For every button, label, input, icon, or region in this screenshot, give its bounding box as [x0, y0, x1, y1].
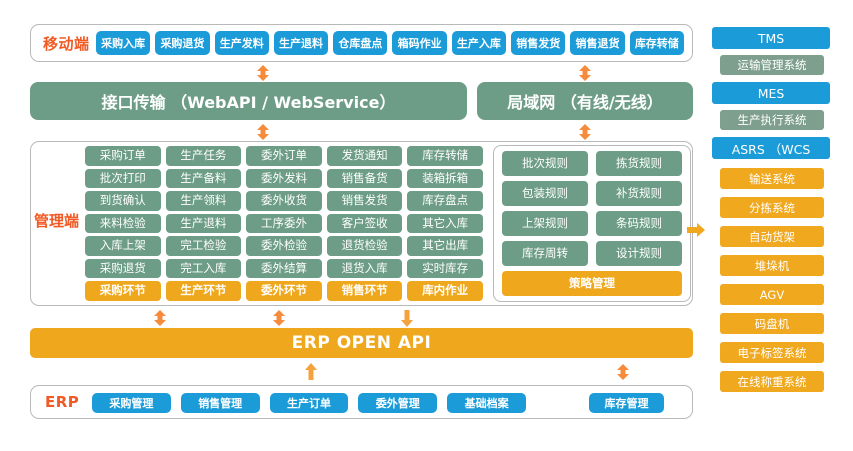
down-arrow-icon [400, 310, 414, 327]
mobile-terminal-label: 移动端 [43, 34, 90, 53]
mgmt-chip[interactable]: 库存盘点 [407, 191, 483, 211]
mgmt-column-footer[interactable]: 生产环节 [165, 281, 242, 301]
right-item-3[interactable]: 堆垛机 [720, 255, 824, 276]
right-item-0[interactable]: 输送系统 [720, 168, 824, 189]
mobile-chip-2[interactable]: 生产发料 [214, 31, 269, 55]
bidirectional-arrow-icon [256, 124, 270, 140]
strategy-chip[interactable]: 批次规则 [502, 151, 588, 176]
erp-open-api-bar: ERP OPEN API [30, 328, 693, 358]
bidirectional-arrow-icon [578, 65, 592, 81]
right-item-6[interactable]: 电子标签系统 [720, 342, 824, 363]
mobile-chip-4[interactable]: 仓库盘点 [333, 31, 388, 55]
strategy-footer[interactable]: 策略管理 [502, 271, 682, 296]
right-item-5[interactable]: 码盘机 [720, 313, 824, 334]
mgmt-column-footer[interactable]: 销售环节 [326, 281, 403, 301]
mgmt-chip[interactable]: 采购退货 [85, 258, 161, 279]
bidirectional-arrow-icon [153, 310, 167, 326]
mgmt-chip[interactable]: 入库上架 [85, 236, 161, 256]
interface-transmission-band: 接口传输 （WebAPI / WebService） [30, 82, 467, 120]
right-item-7[interactable]: 在线称重系统 [720, 371, 824, 392]
mgmt-chip[interactable]: 委外订单 [246, 146, 322, 166]
erp-chip-list: 采购管理 销售管理 生产订单 委外管理 基础档案 [92, 393, 526, 413]
right-sub-tms[interactable]: 运输管理系统 [720, 55, 824, 75]
mobile-chip-5[interactable]: 箱码作业 [392, 31, 447, 55]
strategy-chip[interactable]: 补货规则 [596, 181, 682, 206]
mgmt-chip[interactable]: 销售发货 [326, 191, 403, 211]
erp-chip-inventory[interactable]: 库存管理 [589, 393, 664, 413]
lan-band: 局域网 （有线/无线） [477, 82, 693, 120]
mgmt-chip[interactable]: 其它出库 [407, 236, 483, 256]
right-head-tms[interactable]: TMS [712, 27, 830, 49]
erp-chip-2[interactable]: 生产订单 [269, 393, 349, 413]
mobile-chip-7[interactable]: 销售发货 [511, 31, 566, 55]
mobile-chip-1[interactable]: 采购退货 [155, 31, 210, 55]
erp-chip-0[interactable]: 采购管理 [92, 393, 171, 413]
mgmt-chip[interactable]: 其它入库 [407, 213, 483, 234]
mgmt-chip[interactable]: 委外收货 [246, 191, 322, 211]
strategy-chip[interactable]: 条码规则 [596, 211, 682, 236]
mgmt-chip[interactable]: 委外检验 [246, 236, 322, 256]
mgmt-chip[interactable]: 退货检验 [326, 236, 403, 256]
mgmt-chip[interactable]: 销售备货 [326, 168, 403, 189]
mobile-chip-3[interactable]: 生产退料 [273, 31, 329, 55]
right-item-1[interactable]: 分拣系统 [720, 197, 824, 218]
right-item-4[interactable]: AGV [720, 284, 824, 305]
mobile-chip-6[interactable]: 生产入库 [451, 31, 507, 55]
mgmt-chip[interactable]: 工序委外 [246, 213, 322, 234]
bidirectional-arrow-icon [616, 364, 630, 380]
right-arrow-icon [687, 222, 705, 238]
erp-chip-3[interactable]: 委外管理 [358, 393, 438, 413]
mgmt-chip[interactable]: 委外发料 [246, 168, 322, 189]
mgmt-chip[interactable]: 委外结算 [246, 258, 322, 279]
strategy-chip[interactable]: 设计规则 [596, 241, 682, 266]
bidirectional-arrow-icon [578, 124, 592, 140]
mobile-terminal-chip-list: 采购入库 采购退货 生产发料 生产退料 仓库盘点 箱码作业 生产入库 销售发货 … [96, 31, 684, 55]
mgmt-chip[interactable]: 采购订单 [85, 146, 161, 166]
mgmt-chip[interactable]: 退货入库 [326, 258, 403, 279]
mgmt-chip[interactable]: 装箱拆箱 [407, 168, 483, 189]
right-item-2[interactable]: 自动货架 [720, 226, 824, 247]
mgmt-chip[interactable]: 批次打印 [85, 168, 161, 189]
up-arrow-icon [304, 363, 318, 380]
mobile-chip-0[interactable]: 采购入库 [96, 31, 151, 55]
mgmt-chip[interactable]: 生产领料 [165, 191, 242, 211]
right-head-mes[interactable]: MES [712, 82, 830, 104]
mgmt-chip[interactable]: 完工入库 [165, 258, 242, 279]
strategy-chip[interactable]: 库存周转 [502, 241, 588, 266]
mgmt-chip[interactable]: 完工检验 [165, 236, 242, 256]
mgmt-chip[interactable]: 库存转储 [407, 146, 483, 166]
mgmt-chip[interactable]: 实时库存 [407, 258, 483, 279]
mgmt-column-footer[interactable]: 委外环节 [246, 281, 322, 301]
bidirectional-arrow-icon [272, 310, 286, 326]
mgmt-column-footer[interactable]: 库内作业 [407, 281, 483, 301]
management-terminal-label: 管理端 [34, 212, 80, 230]
mgmt-chip[interactable]: 来料检验 [85, 213, 161, 234]
mgmt-column-footer[interactable]: 采购环节 [85, 281, 161, 301]
mgmt-chip[interactable]: 到货确认 [85, 191, 161, 211]
mgmt-chip[interactable]: 生产备料 [165, 168, 242, 189]
mobile-chip-8[interactable]: 销售退货 [570, 31, 625, 55]
mgmt-chip[interactable]: 生产任务 [165, 146, 242, 166]
mobile-chip-9[interactable]: 库存转储 [629, 31, 684, 55]
management-grid: 采购订单 生产任务 委外订单 发货通知 库存转储 批次打印 生产备料 委外发料 … [85, 146, 483, 301]
erp-chip-1[interactable]: 销售管理 [180, 393, 260, 413]
bidirectional-arrow-icon [256, 65, 270, 81]
strategy-chip[interactable]: 包装规则 [502, 181, 588, 206]
mgmt-chip[interactable]: 生产退料 [165, 213, 242, 234]
strategy-grid: 批次规则 拣货规则 包装规则 补货规则 上架规则 条码规则 库存周转 设计规则 … [502, 151, 682, 296]
strategy-chip[interactable]: 拣货规则 [596, 151, 682, 176]
erp-chip-4[interactable]: 基础档案 [447, 393, 526, 413]
mgmt-chip[interactable]: 客户签收 [326, 213, 403, 234]
right-head-asrs[interactable]: ASRS （WCS [712, 137, 830, 159]
mgmt-chip[interactable]: 发货通知 [326, 146, 403, 166]
erp-label: ERP [45, 393, 80, 411]
right-sub-mes[interactable]: 生产执行系统 [720, 110, 824, 130]
strategy-chip[interactable]: 上架规则 [502, 211, 588, 236]
